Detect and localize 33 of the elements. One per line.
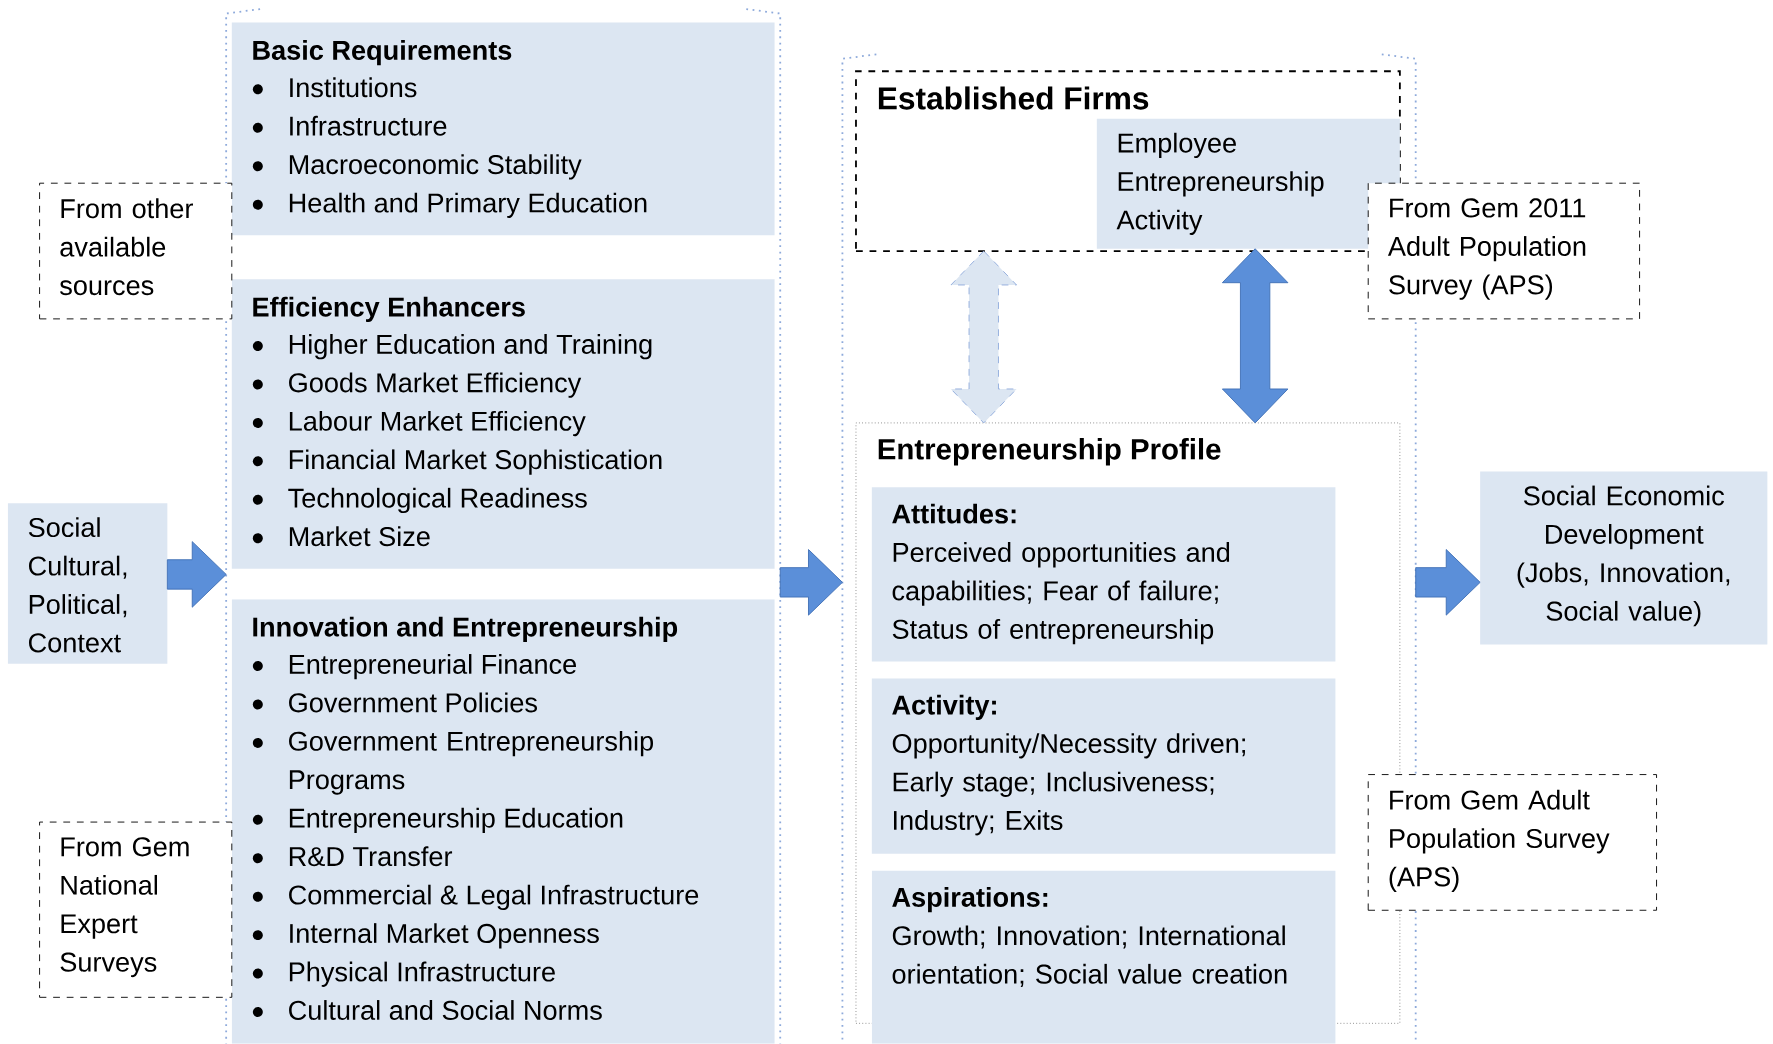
block-arrow: [1221, 248, 1289, 424]
list-item: Technological Readiness: [252, 488, 587, 514]
list-item: Infrastructure: [252, 115, 447, 136]
source-box: From other available sources: [39, 182, 233, 320]
list-item: Commercial & Legal Infrastructure: [252, 884, 699, 911]
list-item: Institutions: [252, 77, 417, 98]
profile-section: Attitudes: Perceived opportunities and capabilities; Fear of failure; Status of entrepreneurship: [871, 487, 1336, 662]
block-arrow: [950, 250, 1017, 424]
source-box: From Gem 2011 Adult Population Survey (APS): [1367, 182, 1641, 320]
list-item: Labour Market Efficiency: [252, 411, 586, 437]
block-arrow: [779, 549, 843, 616]
list-item: Entrepreneurial Finance: [252, 654, 576, 680]
list-item: R&D Transfer: [252, 846, 453, 867]
block-arrow: [166, 541, 227, 608]
list-item: Financial Market Sophistication: [252, 449, 662, 475]
list-item: Government Policies: [252, 692, 537, 713]
list-item: Government Entrepreneurship Programs: [252, 731, 653, 795]
list-item: Internal Market Openness: [252, 923, 599, 949]
list-item: Goods Market Efficiency: [252, 372, 582, 398]
source-box: From Gem National Expert Surveys: [39, 821, 233, 998]
list-item: Macroeconomic Stability: [252, 154, 582, 180]
list-item: Higher Education and Training: [252, 334, 652, 360]
source-box: From Gem Adult Population Survey (APS): [1367, 774, 1657, 911]
profile-section: Activity: Opportunity/Necessity driven; Early stage; Inclusiveness; Industry; Exits: [871, 678, 1336, 854]
outcome-box: Social Economic Development (Jobs, Innovation, Social value): [1480, 471, 1768, 645]
list-item: Entrepreneurship Education: [252, 808, 623, 834]
list-item: Health and Primary Education: [252, 192, 647, 219]
list-item: Physical Infrastructure: [252, 961, 555, 988]
list-item: Market Size: [252, 526, 430, 547]
context-box: Social Cultural, Political, Context: [7, 503, 168, 664]
list-item: Cultural and Social Norms: [252, 1000, 602, 1021]
block-arrow: [1415, 549, 1481, 616]
profile-section: Aspirations: Growth; Innovation; International orientation; Social value creation: [871, 870, 1336, 1044]
